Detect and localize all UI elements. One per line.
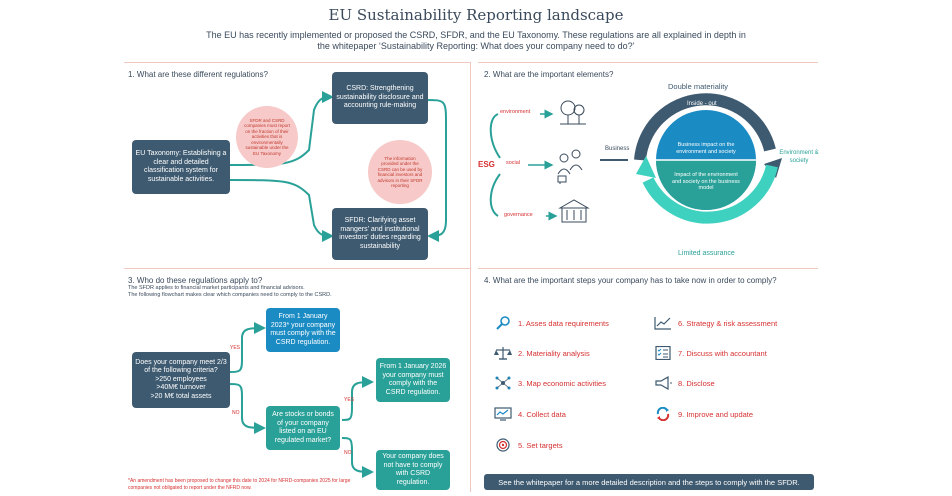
step-7-label: 7. Discuss with accountant	[678, 348, 767, 358]
step-1-label: 1. Asses data requirements	[518, 318, 609, 328]
magnifier-icon	[496, 316, 510, 330]
criteria-employees: >250 employees	[155, 375, 207, 383]
environment-label: environment	[500, 109, 531, 115]
step-7: 7. Discuss with accountant	[654, 346, 767, 360]
section-2-title: 2. What are the important elements?	[484, 70, 614, 79]
cycle-icon	[656, 407, 670, 421]
step-6-label: 6. Strategy & risk assessment	[678, 318, 778, 328]
csrd-box: CSRD: Strengthening sustainability discl…	[332, 72, 428, 124]
yes-label-1: YES	[230, 345, 241, 351]
step-2: 2. Materiality analysis	[494, 346, 590, 360]
outside-in-label: Outside - in	[688, 224, 719, 230]
taxonomy-note-bubble: SFDR and CSRD companies must report on t…	[236, 106, 298, 168]
step-5-label: 5. Set targets	[518, 440, 563, 450]
double-materiality-label: Double materiality	[668, 82, 729, 91]
step-4-label: 4. Collect data	[518, 409, 566, 419]
footnote: *An amendment has been proposed to chang…	[128, 478, 351, 491]
criteria-question: Does your company meet 2/3 of the follow…	[135, 358, 227, 375]
network-icon	[495, 376, 511, 390]
no-compliance-box: Your company does not have to comply wit…	[376, 450, 450, 490]
criteria-question-box: Does your company meet 2/3 of the follow…	[132, 352, 230, 408]
step-9: 9. Improve and update	[654, 407, 753, 421]
step-6: 6. Strategy & risk assessment	[654, 316, 777, 330]
environment-society-label: Environment & society	[779, 150, 819, 164]
divider	[478, 268, 818, 269]
page-subtitle: The EU has recently implemented or propo…	[206, 30, 746, 51]
inside-out-impact-text: Business impact on the environment and s…	[676, 142, 736, 155]
divider	[470, 62, 471, 492]
scale-icon	[494, 347, 512, 360]
criteria-turnover: >40M€ turnover	[156, 384, 206, 392]
result-2023-box: From 1 January 2023* your company must c…	[266, 308, 340, 352]
listed-question-box: Are stocks or bonds of your company list…	[266, 406, 340, 450]
step-3-label: 3. Map economic activities	[518, 378, 606, 388]
divider	[124, 62, 470, 63]
section-3-connectors	[227, 322, 374, 478]
step-1: 1. Asses data requirements	[494, 316, 609, 330]
step-2-label: 2. Materiality analysis	[518, 348, 590, 358]
esg-label: ESG	[478, 160, 495, 169]
yes-label-2: YES	[344, 397, 355, 403]
section-3-intro-2: The following flowchart makes clear whic…	[128, 292, 332, 298]
sfdr-box: SFDR: Clarifying asset mangers' and inst…	[332, 208, 428, 260]
csrd-sfdr-note-bubble: The information provided under the CSRD …	[368, 140, 432, 204]
step-4: 4. Collect data	[494, 407, 566, 421]
section-4-title: 4. What are the important steps your com…	[484, 276, 777, 285]
step-9-label: 9. Improve and update	[678, 409, 754, 419]
step-8-label: 8. Disclose	[678, 378, 715, 388]
limited-assurance-label: Limited assurance	[678, 250, 735, 257]
section-3-intro-1: The SFDR applies to financial market par…	[128, 285, 305, 291]
page-title: EU Sustainability Reporting landscape	[328, 6, 624, 24]
governance-label: governance	[504, 212, 533, 218]
checklist-icon	[655, 346, 671, 360]
no-label-2: NO	[344, 450, 352, 456]
outside-in-impact-text: Impact of the environment and society on…	[672, 172, 740, 191]
whitepaper-footer-bar: See the whitepaper for a more detailed d…	[484, 474, 814, 490]
step-8: 8. Disclose	[654, 376, 715, 390]
divider	[478, 62, 818, 63]
megaphone-icon	[655, 376, 672, 390]
step-3: 3. Map economic activities	[494, 376, 606, 390]
eu-taxonomy-box: EU Taxonomy: Establishing a clear and de…	[132, 140, 230, 194]
monitor-chart-icon	[494, 407, 512, 421]
section-3-title: 3. Who do these regulations apply to?	[128, 276, 263, 285]
no-label-1: NO	[232, 410, 240, 416]
step-5: 5. Set targets	[494, 438, 563, 452]
divider	[124, 268, 470, 269]
business-label: Business	[605, 146, 630, 152]
social-label: social	[506, 160, 521, 166]
result-2026-box: From 1 January 2026 your company must co…	[376, 358, 450, 402]
section-1-title: 1. What are these different regulations?	[128, 70, 268, 79]
trend-chart-icon	[654, 317, 671, 330]
section-2-graphics	[489, 93, 782, 224]
inside-out-label: Inside - out	[687, 101, 717, 107]
target-icon	[496, 438, 510, 452]
criteria-assets: >20 M€ total assets	[150, 392, 212, 400]
